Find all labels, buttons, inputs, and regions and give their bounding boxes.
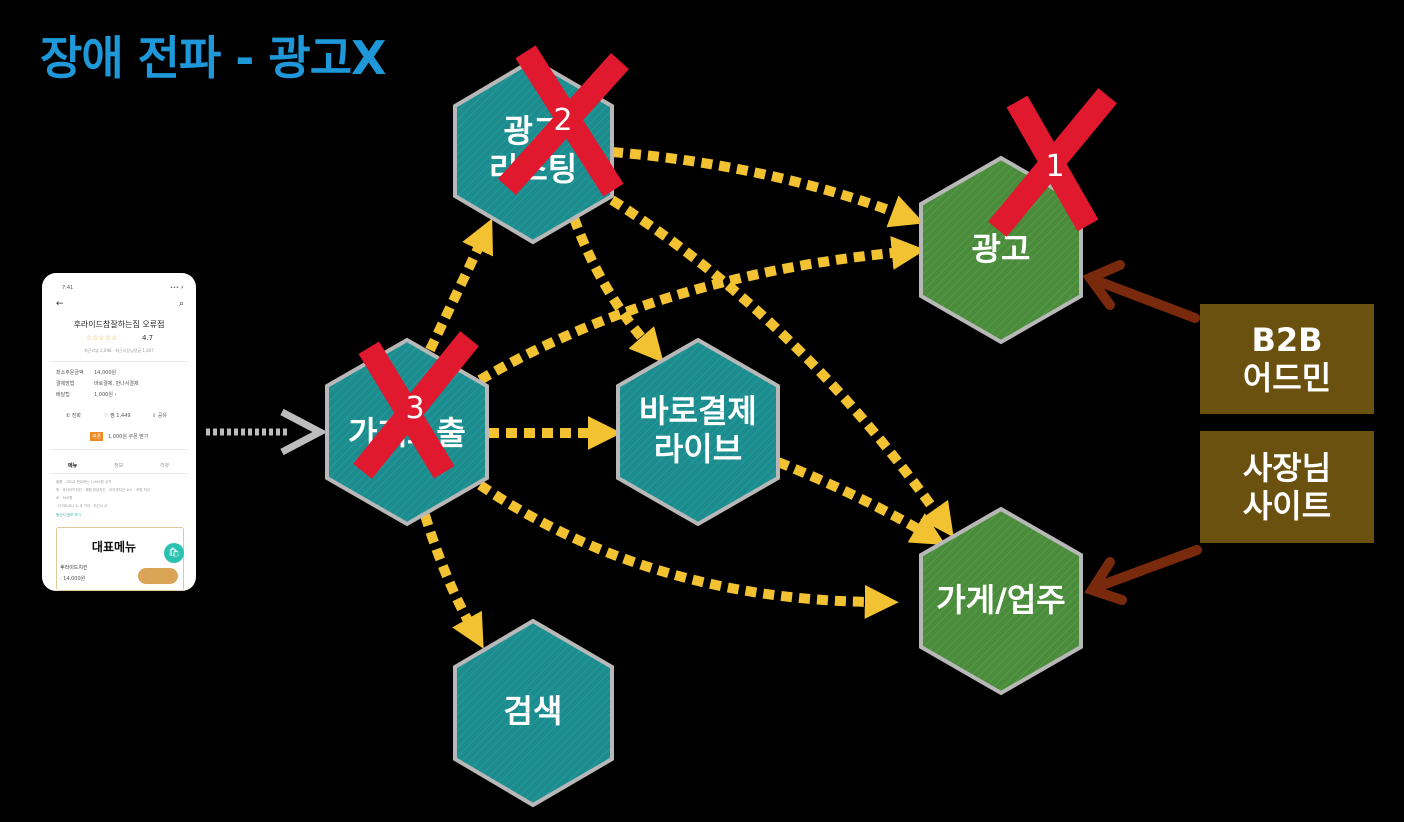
edge-store-to-search	[420, 513, 484, 649]
owner-site-line1: 사장님	[1242, 449, 1332, 487]
edge-store-to-adlisting	[425, 218, 494, 353]
edge-adlisting-to-ad	[611, 147, 925, 228]
like-button[interactable]: ♡ 찜 1,449	[104, 413, 131, 419]
notice-line: 울퉁 · 고도로 편리하는 1,000원 쿠키	[56, 480, 112, 484]
info-label: 결제방법	[56, 381, 75, 387]
info-value: 1,000원 ›	[94, 392, 117, 398]
call-button[interactable]: ✆ 전화	[66, 413, 81, 419]
back-arrow-icon: ←	[56, 299, 64, 309]
info-value: 바로결제, 만나서결제	[94, 381, 139, 387]
cart-icon[interactable]: 🛍	[164, 543, 184, 563]
b2b-admin-line2: 어드민	[1242, 359, 1332, 397]
node-direct-pay-line2: 라이브	[654, 430, 742, 468]
share-button[interactable]: ⇪ 공유	[152, 413, 167, 419]
origin-info-link[interactable]: 원산지 정보 보기	[56, 513, 81, 517]
coupon-badge: 쿠폰	[90, 432, 104, 441]
red-x-icon: 1	[988, 88, 1117, 237]
arrow-ownersite-to-owner	[1084, 545, 1202, 605]
failure-order-3: 3	[405, 391, 424, 426]
node-direct-pay-line1: 바로결제	[639, 392, 757, 430]
review-counts: 최근리뷰 2,098 · 최근사장님댓글 1,847	[84, 348, 154, 353]
app-screenshot-phone: 7:41 ••• ⚡ ← ⌕ 후라이드참잘하는집 오류점 ☆☆☆☆☆ 4.7 최…	[42, 273, 196, 591]
info-value: 14,000원	[94, 370, 117, 376]
menu-item-name: 후라이드치킨	[60, 565, 88, 571]
red-x-icon: 2	[498, 45, 629, 197]
rating-stars: ☆☆☆☆☆	[86, 334, 118, 342]
node-ad-label: 광고	[972, 230, 1031, 268]
node-search-label: 검색	[504, 692, 563, 730]
node-search: 검색	[453, 618, 614, 808]
b2b-admin-line1: B2B	[1251, 321, 1323, 359]
chicken-image	[138, 568, 178, 584]
node-store-owner: 가게/업주	[919, 506, 1083, 696]
info-label: 최소주문금액	[56, 370, 84, 376]
like-label: 찜 1,449	[110, 413, 131, 419]
menu-card	[56, 527, 184, 591]
search-icon: ⌕	[178, 299, 184, 309]
edge-adlisting-to-directpay	[569, 216, 664, 363]
menu-header: 대표메뉴	[91, 540, 137, 554]
arrow-b2b-to-ad	[1082, 260, 1200, 323]
edge-adlisting-to-owner	[609, 195, 954, 538]
edges	[420, 147, 954, 649]
notice-line: 튀 · 후라이드치킨 · 체험 양념치킨 · 치킨과치킨 소스 · 포함 치킨	[56, 488, 150, 492]
node-store-owner-label: 가게/업주	[936, 581, 1065, 619]
notice-line: · 디저트코너 & 세 가지 · 치킨너 쿠	[56, 504, 108, 508]
menu-item-price: · 14,000원	[60, 576, 86, 582]
node-direct-pay: 바로결제 라이브	[616, 337, 780, 527]
node-ad: 광고	[919, 155, 1083, 345]
input-arrow	[206, 408, 328, 456]
notice-line: 모 · 500원	[56, 496, 73, 500]
phone-status-icons: ••• ⚡	[170, 285, 184, 291]
tab-info[interactable]: 정보	[114, 463, 124, 469]
edge-directpay-to-owner	[776, 457, 946, 546]
failure-order-2: 2	[553, 103, 572, 138]
owner-site-box: 사장님 사이트	[1200, 431, 1374, 543]
phone-status-time: 7:41	[62, 285, 74, 291]
red-x-icon: 3	[353, 331, 479, 479]
store-name: 후라이드참잘하는집 오류점	[73, 320, 165, 329]
feedback-arrows	[1082, 260, 1202, 605]
info-label: 배달팁	[56, 392, 70, 398]
share-label: 공유	[157, 413, 167, 419]
owner-site-line2: 사이트	[1242, 487, 1332, 525]
b2b-admin-box: B2B 어드민	[1200, 304, 1374, 414]
edge-store-to-ad	[477, 236, 926, 385]
call-label: 전화	[71, 413, 81, 419]
rating-value: 4.7	[142, 334, 154, 342]
failure-order-1: 1	[1045, 149, 1064, 184]
tab-reviews[interactable]: 리뷰	[160, 463, 170, 469]
edge-store-to-owner	[477, 480, 899, 619]
tab-menu[interactable]: 메뉴	[68, 463, 78, 469]
coupon-button[interactable]: 1,000원 쿠폰 받기	[108, 434, 149, 440]
page-title: 장애 전파 - 광고X	[40, 31, 387, 85]
